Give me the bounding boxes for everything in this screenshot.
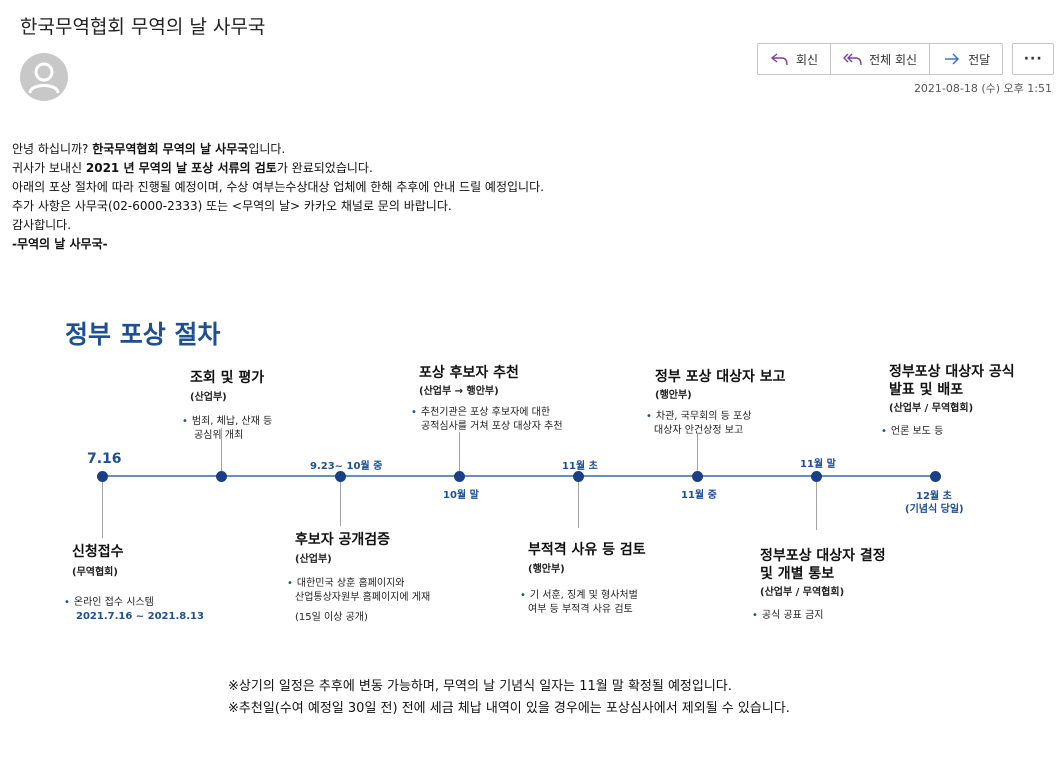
message-actions: 회신 전체 회신 전달 ···: [757, 43, 1055, 75]
procedure-notes: ※상기의 일정은 추후에 변동 가능하며, 무역의 날 기념식 일자는 11월 …: [228, 676, 790, 720]
message-body: 안녕 하십니까? 한국무역협회 무역의 날 사무국입니다. 귀사가 보내신 20…: [12, 140, 544, 254]
date-label-8a: 12월 초: [916, 491, 952, 502]
email-subject: 한국무역협회 무역의 날 사무국: [20, 16, 266, 38]
step-7-org: (산업부 / 무역협회): [760, 587, 845, 598]
note-1: ※상기의 일정은 추후에 변동 가능하며, 무역의 날 기념식 일자는 11월 …: [228, 679, 732, 694]
step-6-desc: •차관, 국무회의 등 포상 대상자 안건상정 보고: [646, 411, 752, 436]
step-6-title: 정부 포상 대상자 보고: [655, 369, 786, 385]
step-4-org: (산업부 → 행안부): [419, 386, 499, 397]
timeline-axis: [102, 475, 936, 477]
reply-all-label: 전체 회신: [869, 52, 918, 67]
body-line-4: 추가 사항은 사무국(02-6000-2333) 또는 <무역의 날> 카카오 …: [12, 199, 452, 213]
step-3-desc: •대한민국 상훈 홈페이지와 산업통상자원부 홈페이지에 게재 (15일 이상 …: [287, 578, 431, 623]
reply-all-icon: [843, 51, 863, 67]
connector-line-7: [816, 476, 817, 530]
timeline-dot-8: [930, 471, 941, 482]
person-icon: [28, 62, 60, 94]
reply-all-button[interactable]: 전체 회신: [831, 44, 931, 74]
date-label-8b: (기념식 당일): [905, 504, 964, 515]
date-label-4: 10월 말: [443, 490, 479, 501]
reply-button[interactable]: 회신: [758, 44, 832, 74]
step-1-desc: •온라인 접수 시스템 2021.7.16 ~ 2021.8.13: [64, 597, 204, 622]
forward-arrow-icon: [942, 51, 962, 67]
step-2-org: (산업부): [190, 392, 227, 403]
step-5-title: 부적격 사유 등 검토: [528, 542, 646, 558]
sender-avatar[interactable]: [20, 53, 68, 101]
step-3-title: 후보자 공개검증: [295, 532, 391, 548]
timeline-dot-6: [692, 471, 703, 482]
timeline-dot-4: [454, 471, 465, 482]
step-7-title: 정부포상 대상자 결정 및 개별 통보: [760, 548, 886, 582]
body-line-3: 아래의 포상 절차에 따라 진행될 예정이며, 수상 여부는수상대상 업체에 한…: [12, 180, 544, 194]
connector-line-4: [459, 432, 460, 476]
step-4-title: 포상 후보자 추천: [419, 365, 519, 381]
connector-line-3: [340, 476, 341, 526]
connector-line-5: [578, 476, 579, 528]
date-label-5: 11월 초: [562, 461, 598, 472]
step-5-desc: •기 서훈, 징계 및 형사처벌 여부 등 부적격 사유 검토: [520, 590, 638, 615]
step-3-org: (산업부): [295, 554, 332, 565]
procedure-title: 정부 포상 절차: [65, 320, 221, 349]
step-8-title: 정부포상 대상자 공식 발표 및 배포: [889, 364, 1015, 398]
connector-line-6: [697, 434, 698, 476]
reply-label: 회신: [796, 52, 819, 67]
body-line-5: 감사합니다.: [12, 218, 72, 232]
step-2-title: 조회 및 평가: [190, 370, 265, 386]
timeline-dot-5: [573, 471, 584, 482]
connector-line-1: [102, 476, 103, 538]
step-1-org: (무역협회): [72, 567, 118, 578]
step-5-org: (행안부): [528, 564, 565, 575]
step-6-org: (행안부): [655, 390, 692, 401]
step-4-desc: •추천기관은 포상 후보자에 대한 공적심사를 거쳐 포상 대상자 추천: [411, 407, 563, 432]
forward-label: 전달: [968, 52, 991, 67]
reply-icon: [770, 51, 790, 67]
step-8-desc: •언론 보도 등: [881, 426, 944, 437]
timeline-dot-2: [216, 471, 227, 482]
body-line-6: -무역의 날 사무국-: [12, 237, 108, 251]
forward-button[interactable]: 전달: [930, 44, 1003, 74]
step-7-desc: •공식 공표 금지: [752, 610, 824, 621]
timeline-dot-1: [97, 471, 108, 482]
date-label-1: 7.16: [87, 451, 122, 467]
step-8-org: (산업부 / 무역협회): [889, 403, 974, 414]
body-line-1: 안녕 하십니까? 한국무역협회 무역의 날 사무국입니다.: [12, 142, 286, 156]
reply-button-group: 회신 전체 회신 전달: [757, 43, 1004, 75]
message-timestamp: 2021-08-18 (수) 오후 1:51: [913, 82, 1052, 95]
date-label-6: 11월 중: [681, 490, 717, 501]
more-actions-button[interactable]: ···: [1012, 43, 1055, 75]
procedure-infographic: 정부 포상 절차 7.16 9.23~ 10월 중 10월 말 11월 초 11…: [0, 300, 1058, 770]
body-line-2: 귀사가 보내신 2021 년 무역의 날 포상 서류의 검토가 완료되었습니다.: [12, 161, 373, 175]
timeline-dot-7: [811, 471, 822, 482]
date-label-3: 9.23~ 10월 중: [310, 461, 383, 472]
note-2: ※추천일(수여 예정일 30일 전) 전에 세금 체납 내역이 있을 경우에는 …: [228, 701, 790, 716]
date-label-7: 11월 말: [800, 459, 836, 470]
step-1-title: 신청접수: [72, 544, 124, 560]
connector-line-2: [221, 428, 222, 476]
timeline-dot-3: [335, 471, 346, 482]
step-2-desc: •범죄, 체납, 산재 등 공심위 개최: [182, 416, 273, 441]
